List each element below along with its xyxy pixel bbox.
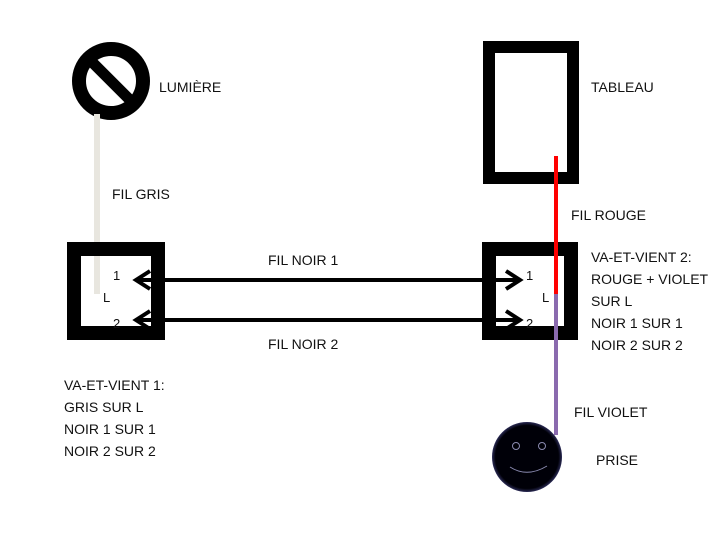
switch1-note-line: GRIS SUR L (64, 399, 144, 415)
switch1-note-line: NOIR 2 SUR 2 (64, 443, 156, 459)
lumiere-label: LUMIÈRE (159, 79, 222, 95)
switch2-note-line: ROUGE + VIOLET (591, 271, 709, 287)
switch1-note-line: VA-ET-VIENT 1: (64, 377, 165, 393)
wire-noir-1 (132, 269, 524, 291)
wire-noir-2 (132, 309, 524, 331)
switch1-box (67, 242, 165, 340)
arrow-right-1-icon (504, 269, 524, 291)
switch2-box (482, 242, 578, 340)
prise-smiley-icon (492, 422, 562, 492)
switch2-terminal-1: 1 (526, 268, 534, 283)
arrow-right-2-icon (504, 309, 524, 331)
switch1-terminal-l: L (103, 290, 111, 305)
switch1-terminal-2: 2 (113, 316, 121, 331)
switch2-note-line: NOIR 2 SUR 2 (591, 337, 683, 353)
switch1-notes: VA-ET-VIENT 1: GRIS SUR L NOIR 1 SUR 1 N… (64, 374, 165, 462)
prise-label: PRISE (596, 452, 639, 468)
switch2-terminal-2: 2 (526, 316, 534, 331)
fil-noir-2-label: FIL NOIR 2 (268, 336, 339, 352)
fil-noir-1-label: FIL NOIR 1 (268, 252, 339, 268)
switch2-note-line: SUR L (591, 293, 633, 309)
lamp-no-entry-icon (72, 42, 150, 120)
switch2-note-line: VA-ET-VIENT 2: (591, 249, 692, 265)
switch1-terminal-1: 1 (113, 268, 121, 283)
switch2-notes: VA-ET-VIENT 2: ROUGE + VIOLET SUR L NOIR… (591, 246, 708, 356)
tableau-label: TABLEAU (591, 79, 654, 95)
switch1-note-line: NOIR 1 SUR 1 (64, 421, 156, 437)
switch2-note-line: NOIR 1 SUR 1 (591, 315, 683, 331)
switch2-terminal-l: L (542, 290, 550, 305)
tableau-box (483, 41, 579, 184)
fil-rouge-label: FIL ROUGE (571, 207, 646, 223)
arrow-left-1-icon (132, 269, 152, 291)
fil-violet-label: FIL VIOLET (574, 404, 648, 420)
arrow-left-2-icon (132, 309, 152, 331)
fil-gris-label: FIL GRIS (112, 186, 170, 202)
